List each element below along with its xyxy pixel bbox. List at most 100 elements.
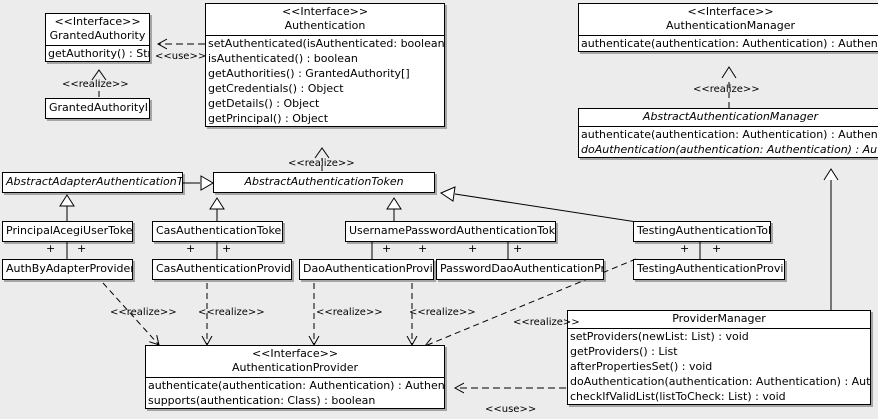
class-header: <<Interface>> GrantedAuthority bbox=[46, 14, 149, 45]
class-granted-authority-impl[interactable]: GrantedAuthorityImpl bbox=[45, 98, 150, 119]
method-row: isAuthenticated() : boolean bbox=[208, 52, 358, 65]
class-authentication-manager[interactable]: <<Interface>> AuthenticationManager auth… bbox=[578, 3, 878, 52]
class-principal-acegi-user-token[interactable]: PrincipalAcegiUserToken bbox=[2, 221, 133, 242]
class-abstract-authentication-manager[interactable]: AbstractAuthenticationManager authentica… bbox=[578, 108, 878, 158]
methods-compartment: authenticate(authentication: Authenticat… bbox=[146, 378, 444, 408]
class-password-dao-authentication-provider[interactable]: PasswordDaoAuthenticationProvider bbox=[436, 259, 604, 280]
edge-usernamepasswordtoken-extends-abstractauthenticationtoken bbox=[386, 197, 402, 221]
class-cas-authentication-provider[interactable]: CasAuthenticationProvider bbox=[152, 259, 292, 280]
class-name: CasAuthenticationProvider bbox=[156, 262, 292, 275]
class-header: AbstractAdapterAuthenticationToken bbox=[3, 173, 182, 192]
method-row: getProviders() : List bbox=[570, 345, 678, 358]
class-header: AbstractAuthenticationManager bbox=[579, 109, 878, 126]
method-row: doAuthentication(authentication: Authent… bbox=[570, 375, 871, 388]
class-header: PasswordDaoAuthenticationProvider bbox=[437, 260, 603, 279]
edge-principalacegiusertoken-extends-abstractadapter bbox=[59, 194, 75, 221]
class-name: AuthByAdapterProvider bbox=[6, 262, 133, 275]
method-row: getAuthority() : String bbox=[48, 47, 149, 60]
class-name: TestingAuthenticationProvider bbox=[637, 262, 784, 275]
class-header: PrincipalAcegiUserToken bbox=[3, 222, 132, 241]
assoc-marker-plus: + bbox=[680, 242, 690, 255]
edge-abstractadapter-extends-abstractauthenticationtoken bbox=[183, 175, 214, 191]
method-row: getAuthorities() : GrantedAuthority[] bbox=[208, 67, 410, 80]
method-row: afterPropertiesSet() : void bbox=[570, 360, 713, 373]
assoc-marker-plus: + bbox=[382, 242, 392, 255]
method-row: getPrincipal() : Object bbox=[208, 112, 329, 125]
class-header: <<Interface>> AuthenticationProvider bbox=[146, 346, 444, 377]
class-username-password-authentication-token[interactable]: UsernamePasswordAuthenticationToken bbox=[345, 221, 556, 242]
methods-compartment: setProviders(newList: List) : void getPr… bbox=[568, 329, 870, 404]
class-header: ProviderManager bbox=[568, 311, 870, 328]
assoc-marker-plus: + bbox=[46, 242, 56, 255]
class-testing-authentication-token[interactable]: TestingAuthenticationToken bbox=[633, 221, 771, 242]
class-header: AbstractAuthenticationToken bbox=[214, 173, 434, 192]
edge-providermanager-extends-abstractauthenticationmanager bbox=[823, 168, 839, 310]
method-row: checkIfValidList(listToCheck: List) : vo… bbox=[570, 390, 786, 403]
assoc-marker-plus: + bbox=[468, 242, 478, 255]
class-authentication-provider[interactable]: <<Interface>> AuthenticationProvider aut… bbox=[145, 345, 445, 409]
method-row: getCredentials() : Object bbox=[208, 82, 344, 95]
class-granted-authority[interactable]: <<Interface>> GrantedAuthority getAuthor… bbox=[45, 13, 150, 62]
class-name: AbstractAuthenticationToken bbox=[244, 175, 404, 188]
method-row: setProviders(newList: List) : void bbox=[570, 330, 749, 343]
class-abstract-authentication-token[interactable]: AbstractAuthenticationToken bbox=[213, 172, 435, 193]
class-name: CasAuthenticationToken bbox=[156, 224, 283, 237]
assoc-marker-plus: + bbox=[712, 242, 722, 255]
class-header: AuthByAdapterProvider bbox=[3, 260, 132, 279]
assoc-marker-plus: + bbox=[222, 242, 232, 255]
method-row: authenticate(authentication: Authenticat… bbox=[581, 37, 878, 50]
class-dao-authentication-provider[interactable]: DaoAuthenticationProvider bbox=[299, 259, 434, 280]
class-name: UsernamePasswordAuthenticationToken bbox=[349, 224, 556, 237]
class-name: ProviderManager bbox=[672, 312, 766, 325]
section-divider bbox=[206, 35, 444, 36]
assoc-marker-plus: + bbox=[513, 242, 523, 255]
method-row: setAuthenticated(isAuthenticated: boolea… bbox=[208, 37, 445, 50]
class-name: GrantedAuthority bbox=[49, 29, 146, 42]
section-divider bbox=[579, 126, 878, 127]
class-provider-manager[interactable]: ProviderManager setProviders(newList: Li… bbox=[567, 310, 871, 405]
edge-casauthenticationtoken-extends-abstractauthenticationtoken bbox=[209, 197, 225, 221]
class-name: DaoAuthenticationProvider bbox=[303, 262, 433, 275]
edge-label-realize-providermanager: <<realize>> bbox=[513, 317, 580, 328]
section-divider bbox=[579, 35, 878, 36]
section-divider bbox=[568, 328, 870, 329]
edge-label-realize-daoauthenticationprovider: <<realize>> bbox=[316, 307, 383, 318]
class-header: CasAuthenticationToken bbox=[153, 222, 282, 241]
class-name: AbstractAdapterAuthenticationToken bbox=[6, 175, 183, 188]
class-name: Authentication bbox=[284, 19, 366, 32]
class-name: PasswordDaoAuthenticationProvider bbox=[440, 262, 603, 275]
class-header: CasAuthenticationProvider bbox=[153, 260, 291, 279]
class-cas-authentication-token[interactable]: CasAuthenticationToken bbox=[152, 221, 283, 242]
class-auth-by-adapter-provider[interactable]: AuthByAdapterProvider bbox=[2, 259, 133, 280]
methods-compartment: authenticate(authentication: Authenticat… bbox=[579, 127, 878, 157]
edge-label-use-providermanager-authenticationprovider: <<use>> bbox=[485, 404, 537, 415]
assoc-marker-plus: + bbox=[418, 242, 428, 255]
class-header: <<Interface>> Authentication bbox=[206, 4, 444, 35]
method-row: getDetails() : Object bbox=[208, 97, 320, 110]
class-name: TestingAuthenticationToken bbox=[637, 224, 770, 237]
class-header: TestingAuthenticationToken bbox=[634, 222, 770, 241]
methods-compartment: setAuthenticated(isAuthenticated: boolea… bbox=[206, 36, 444, 126]
class-header: DaoAuthenticationProvider bbox=[300, 260, 433, 279]
class-header: GrantedAuthorityImpl bbox=[46, 99, 149, 118]
edge-testingauthenticationtoken-extends-abstractauthenticationtoken bbox=[439, 186, 638, 223]
stereotype-label: <<Interface>> bbox=[251, 347, 339, 360]
class-authentication[interactable]: <<Interface>> Authentication setAuthenti… bbox=[205, 3, 445, 127]
class-name: AuthenticationManager bbox=[666, 19, 795, 32]
methods-compartment: authenticate(authentication: Authenticat… bbox=[579, 36, 878, 51]
class-name: AuthenticationProvider bbox=[231, 361, 359, 374]
class-header: <<Interface>> AuthenticationManager bbox=[579, 4, 878, 35]
class-testing-authentication-provider[interactable]: TestingAuthenticationProvider bbox=[633, 259, 785, 280]
section-divider bbox=[46, 45, 149, 46]
class-name: AbstractAuthenticationManager bbox=[642, 110, 819, 123]
edge-label-use-authentication-grantedauthority: <<use>> bbox=[155, 51, 207, 62]
edge-label-realize-passworddaoauthenticationprovider: <<realize>> bbox=[409, 307, 476, 318]
assoc-marker-plus: + bbox=[186, 242, 196, 255]
edge-label-realize-abstractauthenticationmanager: <<realize>> bbox=[693, 84, 760, 95]
class-abstract-adapter-authentication-token[interactable]: AbstractAdapterAuthenticationToken bbox=[2, 172, 183, 193]
edge-label-realize-abstractauthenticationtoken: <<realize>> bbox=[288, 158, 355, 169]
class-name: GrantedAuthorityImpl bbox=[49, 101, 149, 114]
stereotype-label: <<Interface>> bbox=[687, 5, 774, 18]
stereotype-label: <<Interface>> bbox=[54, 15, 141, 28]
